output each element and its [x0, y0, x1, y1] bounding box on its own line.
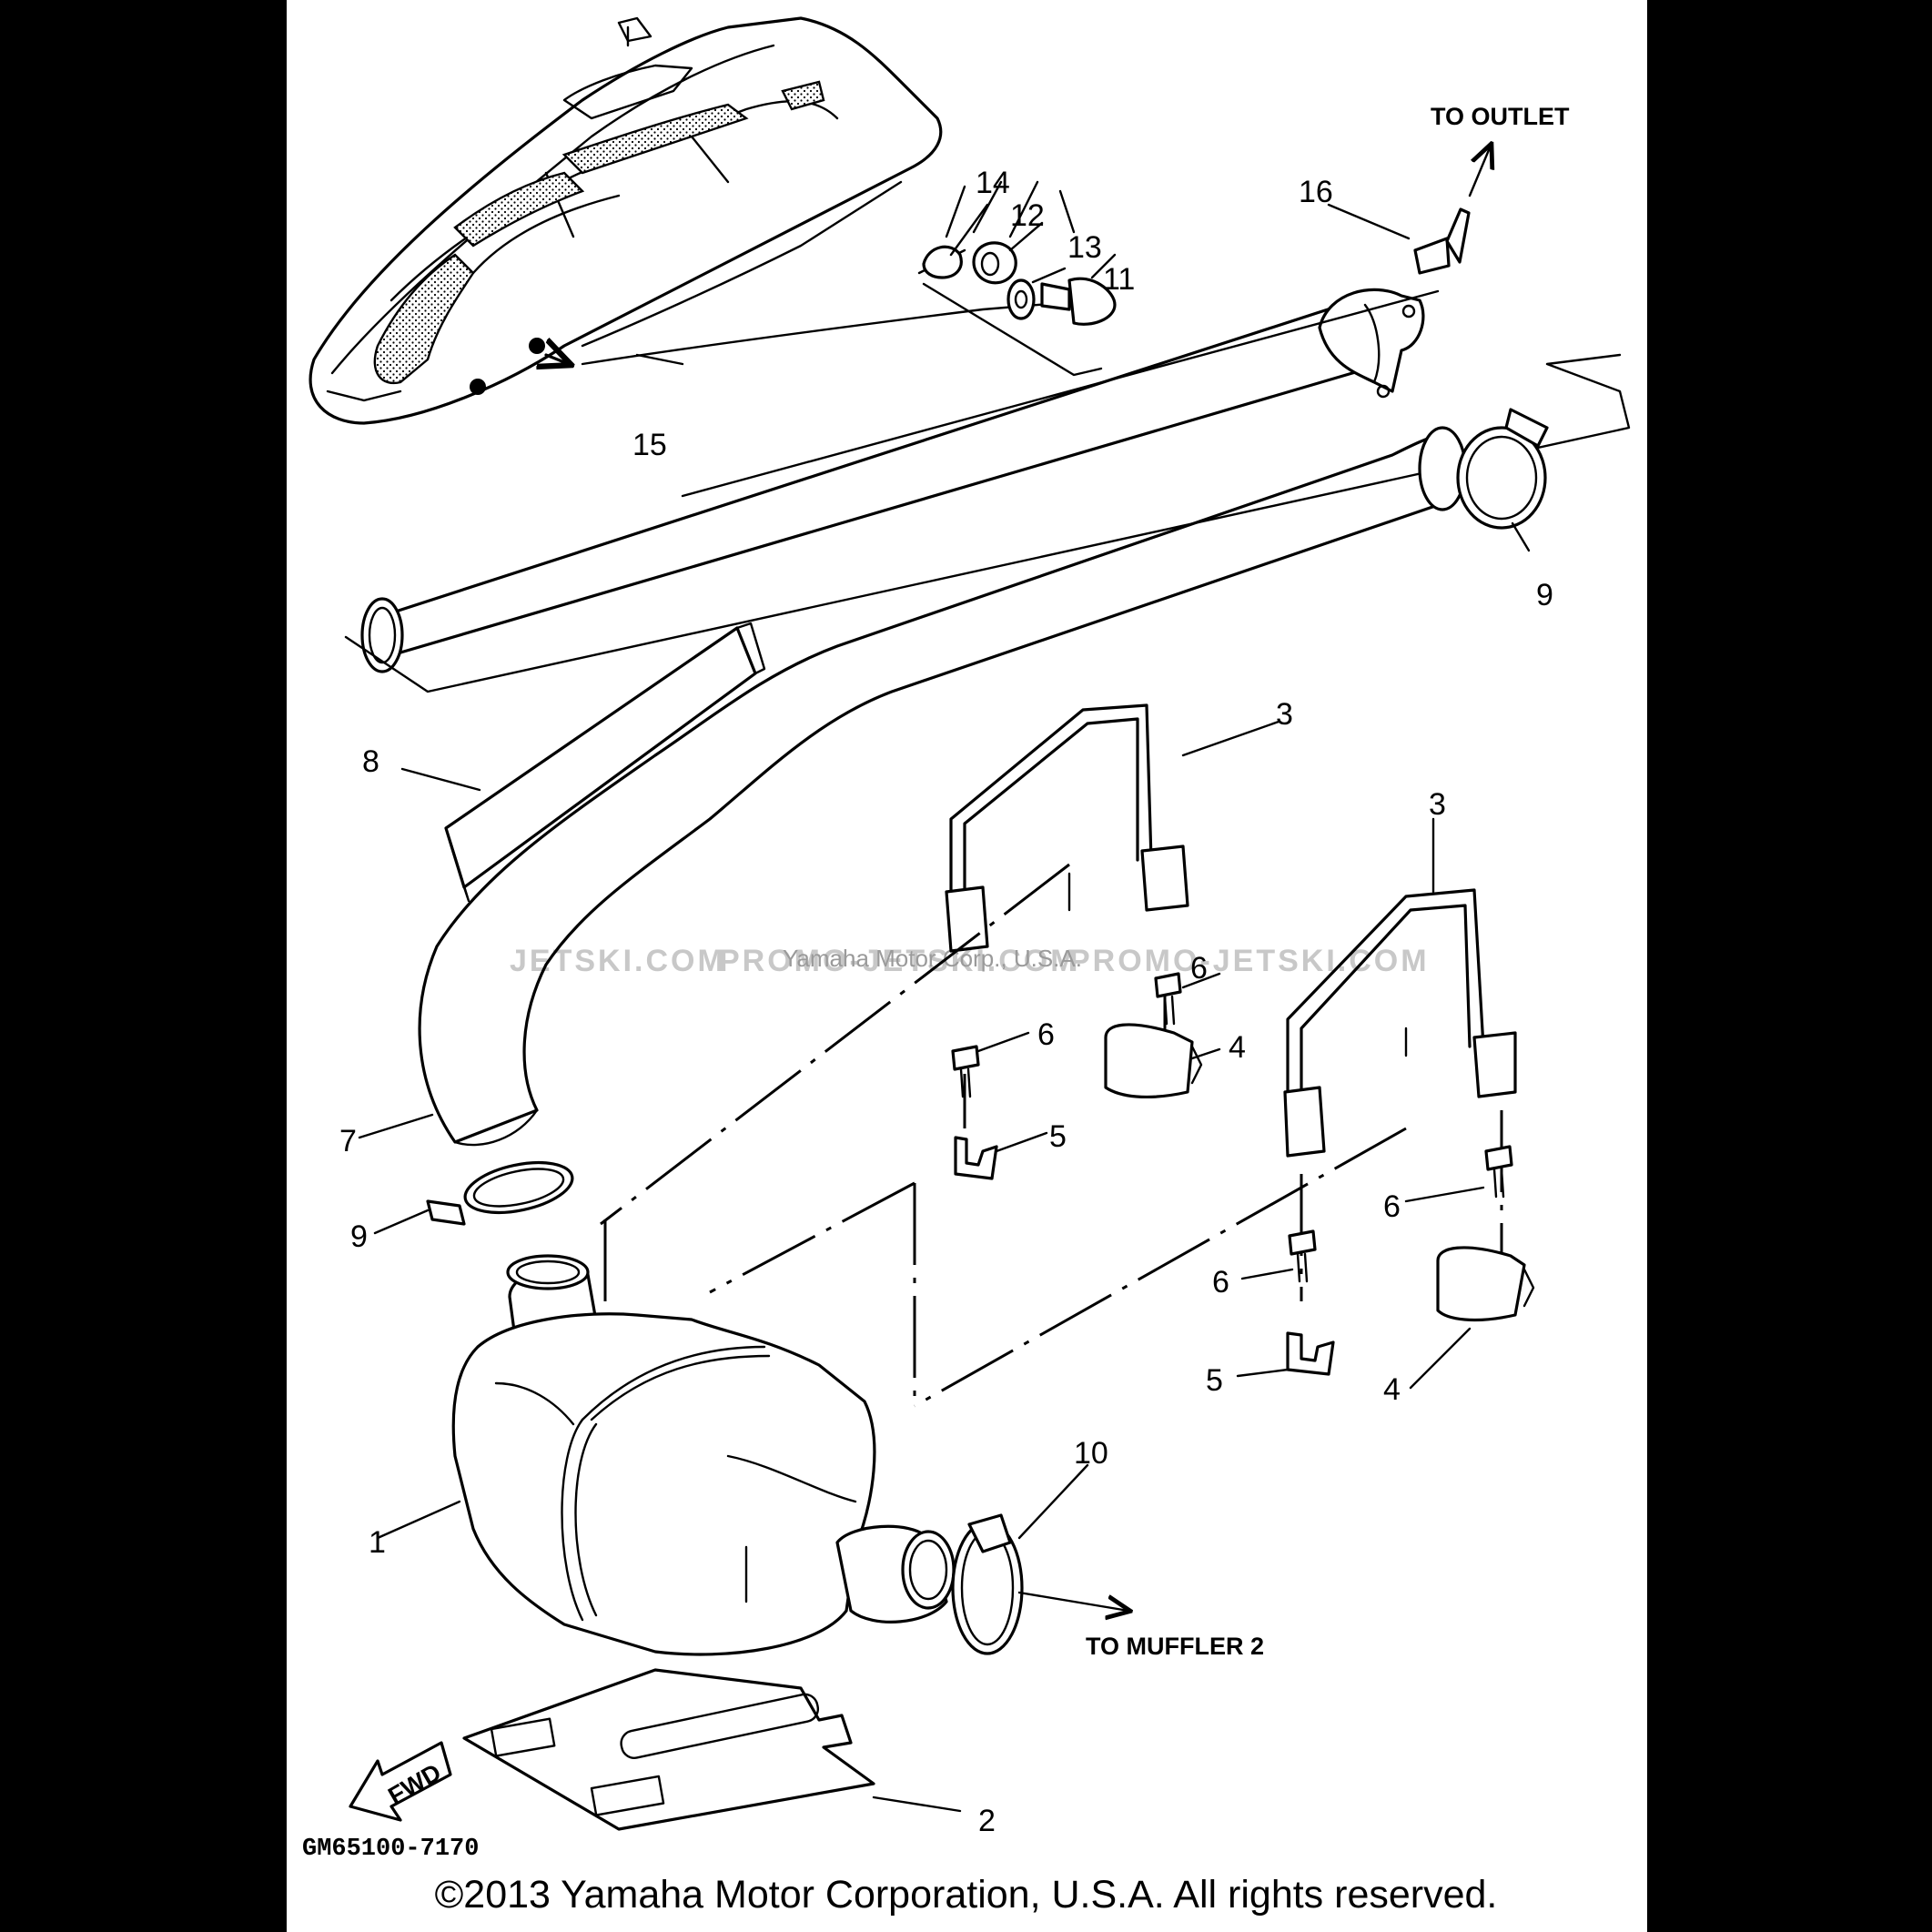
callout-13: 13	[1067, 230, 1102, 265]
callout-10: 10	[1074, 1436, 1108, 1471]
callout-6-c: 6	[1383, 1189, 1401, 1224]
pad-8	[444, 622, 766, 903]
bracket-3-upper	[945, 703, 1189, 953]
watermark-right: PROMO-JETSKI.COM	[1069, 944, 1430, 978]
callout-3-lower: 3	[1429, 787, 1446, 822]
plate-2	[462, 1668, 875, 1831]
mount-4-lower	[1436, 1246, 1535, 1322]
watermark: JETSKI.COM PROMO-JETSKI.COM PROMO-JETSKI…	[510, 944, 1430, 978]
exhaust-hose-7	[418, 426, 1467, 1147]
to-muffler-label: TO MUFFLER 2	[1086, 1633, 1264, 1660]
to-outlet-label: TO OUTLET	[1431, 103, 1570, 130]
bolt-6-c	[1484, 1145, 1513, 1199]
clip-5-upper	[954, 1136, 998, 1180]
callout-5-upper: 5	[1049, 1119, 1067, 1154]
bolt-6-d	[1288, 1229, 1317, 1283]
callout-9-upper: 9	[1536, 578, 1553, 612]
drawing-code: GM65100-7170	[302, 1836, 479, 1863]
callout-1: 1	[369, 1525, 386, 1560]
watercraft-hull	[309, 16, 1094, 425]
hose-clamp-9-upper	[1456, 408, 1549, 530]
hose-clamp-10	[951, 1513, 1128, 1655]
callout-3-upper: 3	[1276, 697, 1293, 732]
bolt-6-b	[951, 1045, 980, 1098]
callout-7: 7	[339, 1124, 357, 1158]
fwd-arrow: FWD	[349, 1741, 452, 1822]
notes: TO OUTLET TO MUFFLER 2 GM65100-7170	[302, 103, 1570, 1863]
callout-6-d: 6	[1212, 1265, 1229, 1300]
clip-5-lower	[1286, 1331, 1335, 1376]
callout-12: 12	[1010, 198, 1045, 233]
callout-6-a: 6	[1190, 951, 1208, 986]
bolt-set	[917, 203, 1117, 377]
bolt-6-a	[1154, 972, 1182, 1026]
callout-5-lower: 5	[1206, 1363, 1223, 1398]
outlet-fitting-16	[1327, 146, 1491, 275]
callouts: 14 12 13 11 16 15 9 8 3 3 6 4 6 5 7 9 6 …	[339, 166, 1553, 1838]
bracket-3-lower	[1283, 888, 1517, 1158]
leader-lines	[358, 180, 1531, 1813]
callout-16: 16	[1299, 175, 1333, 209]
copyright-notice: ©2013 Yamaha Motor Corporation, U.S.A. A…	[434, 1873, 1498, 1917]
callout-14: 14	[976, 166, 1010, 200]
callout-9-lower: 9	[350, 1219, 368, 1254]
nut-12	[972, 241, 1017, 285]
clip-14	[922, 245, 963, 279]
callout-8: 8	[362, 744, 379, 779]
watermark-left: JETSKI.COM	[510, 944, 726, 978]
callout-2: 2	[978, 1804, 996, 1838]
callout-11: 11	[1103, 262, 1135, 297]
mount-4-upper	[1104, 1023, 1203, 1099]
hose-clamp-9-lower	[426, 1160, 574, 1226]
watermark-overlay: Yamaha Motor Corp., U.S.A.	[783, 945, 1082, 972]
callout-15: 15	[632, 428, 667, 462]
watermark-center: PROMO-JETSKI.COM	[719, 944, 1079, 978]
callout-4-lower: 4	[1383, 1372, 1401, 1407]
washer-13	[1006, 278, 1036, 320]
callout-6-b: 6	[1037, 1017, 1055, 1052]
callout-4-upper: 4	[1229, 1030, 1246, 1065]
bolt-11	[1040, 277, 1117, 326]
muffler-1	[451, 1254, 956, 1656]
